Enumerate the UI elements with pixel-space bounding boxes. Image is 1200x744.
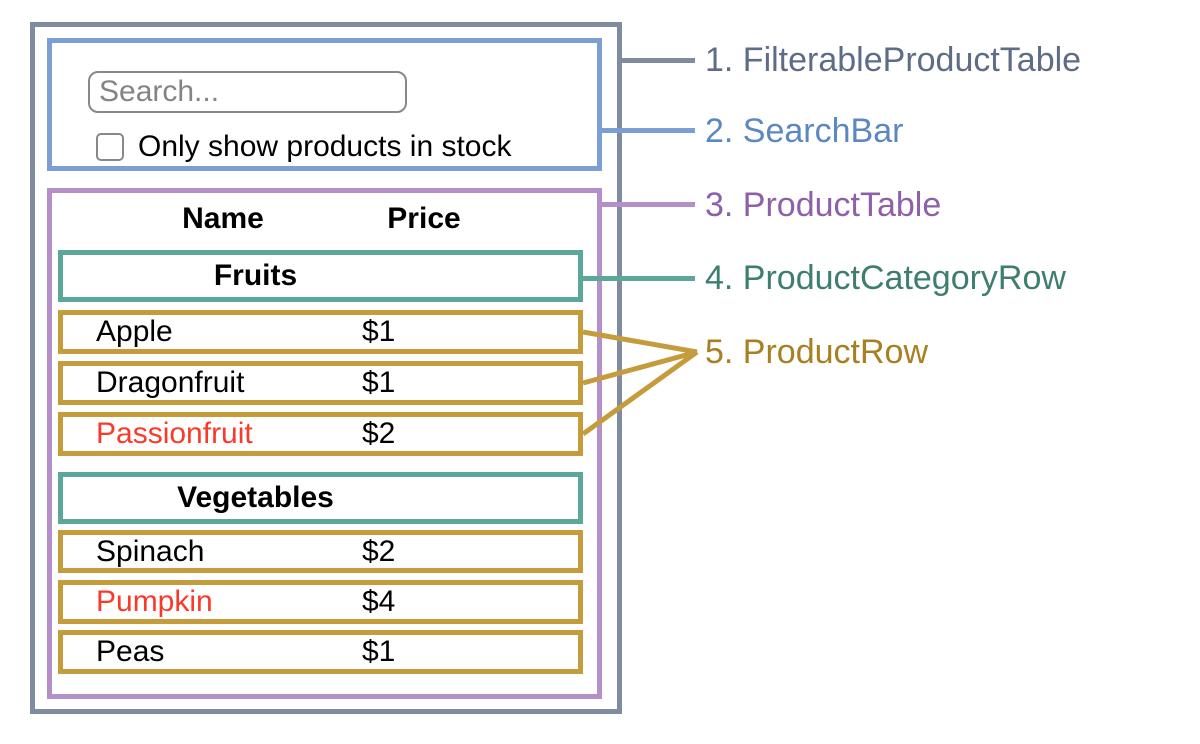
product-table-box <box>47 188 602 699</box>
product-price: $1 <box>362 366 396 399</box>
product-name: Dragonfruit <box>96 366 245 399</box>
category-label: Fruits <box>213 259 298 292</box>
product-row-passionfruit: Passionfruit $2 <box>58 412 583 456</box>
legend-item-filterable-product-table: 1. FilterableProductTable <box>705 41 1082 79</box>
connector-line-search-bar <box>602 128 695 133</box>
product-price: $1 <box>362 315 396 348</box>
category-row-vegetables: Vegetables <box>58 472 583 524</box>
legend-item-product-row: 5. ProductRow <box>705 333 928 371</box>
product-row-apple: Apple $1 <box>58 310 583 354</box>
legend-item-search-bar: 2. SearchBar <box>705 112 904 150</box>
product-price: $4 <box>362 585 396 618</box>
product-price: $1 <box>362 635 396 668</box>
in-stock-filter: Only show products in stock <box>96 130 512 164</box>
product-price: $2 <box>362 417 396 450</box>
product-name: Apple <box>96 315 173 348</box>
in-stock-checkbox-label: Only show products in stock <box>138 130 512 163</box>
search-input[interactable] <box>88 71 407 113</box>
product-row-spinach: Spinach $2 <box>58 530 583 573</box>
product-name: Peas <box>96 635 165 668</box>
category-label: Vegetables <box>177 481 334 514</box>
connector-line-product-category-row <box>583 276 695 281</box>
product-row-peas: Peas $1 <box>58 630 583 674</box>
product-row-pumpkin: Pumpkin $4 <box>58 580 583 624</box>
product-price: $2 <box>362 534 396 568</box>
legend-item-product-table: 3. ProductTable <box>705 186 942 224</box>
legend-item-product-category-row: 4. ProductCategoryRow <box>705 259 1066 297</box>
connector-line-filterable-product-table <box>622 58 695 63</box>
in-stock-checkbox[interactable] <box>96 133 124 161</box>
product-name: Spinach <box>96 534 205 568</box>
search-bar-box <box>47 38 602 171</box>
category-row-fruits: Fruits <box>58 250 583 302</box>
column-header-price: Price <box>387 202 461 235</box>
product-row-dragonfruit: Dragonfruit $1 <box>58 361 583 405</box>
product-name: Passionfruit <box>96 417 253 450</box>
product-name: Pumpkin <box>96 585 213 618</box>
connector-line-product-table <box>602 202 695 207</box>
column-header-name: Name <box>182 202 264 235</box>
